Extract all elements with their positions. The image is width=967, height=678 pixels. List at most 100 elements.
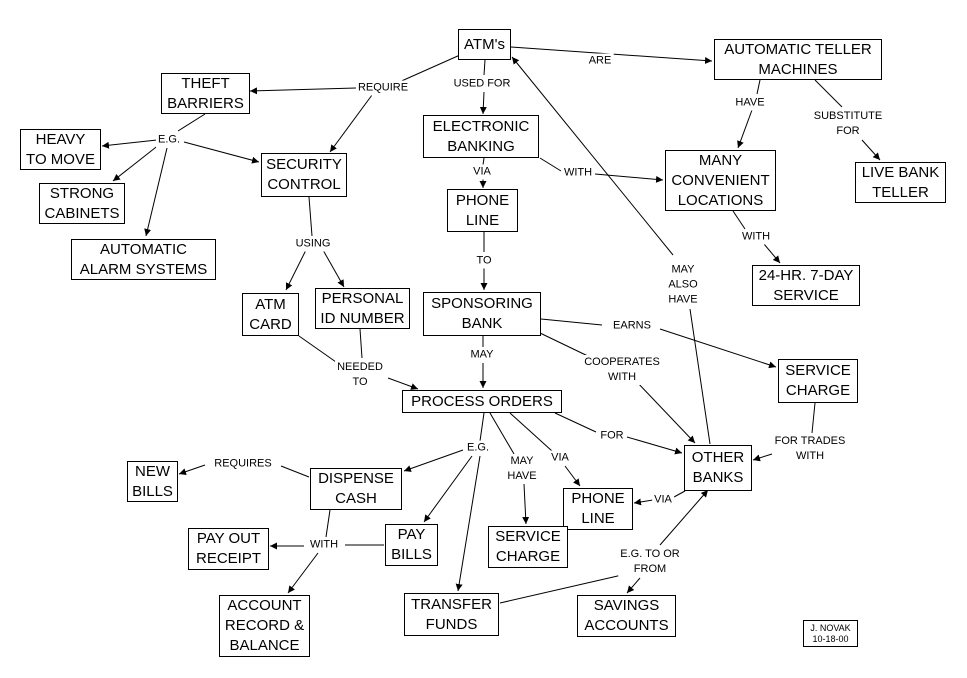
link-process-eg [479,412,485,442]
link-eg-paybills [423,455,473,523]
concept-automatic-teller-machines: AUTOMATIC TELLER MACHINES [714,39,882,80]
concept-automatic-alarm-systems: AUTOMATIC ALARM SYSTEMS [71,239,216,280]
link-process-mayhave [489,412,515,455]
link-charge-fortrades [811,402,816,434]
link-label-using: USING [293,236,333,252]
concept-electronic-banking: ELECTRONIC BANKING [423,115,539,158]
link-substitute-live [861,139,881,161]
concept-new-bills: NEW BILLS [127,461,178,502]
link-pin-needed [359,328,363,359]
link-mayhave-charge [522,483,530,525]
link-eg-other [659,489,709,546]
link-label-with-locations: WITH [561,165,595,181]
link-requires-newbills [178,464,206,476]
link-with-locations [594,173,664,183]
link-label-may: MAY [468,347,496,363]
link-atmcard-needed [298,335,337,363]
concept-other-banks: OTHER BANKS [684,445,752,491]
link-eg-strong [112,143,161,182]
link-require-theft [249,87,357,95]
concept-phone-line-bottom: PHONE LINE [563,488,633,530]
link-using-atmcard [285,249,307,291]
link-security-using [308,196,313,237]
link-earns-charge [659,328,777,369]
concept-account-record-balance: ACCOUNT RECORD & BALANCE [219,595,310,657]
link-have-locations [737,109,753,149]
link-transfer-eg [499,574,623,604]
link-ebanking-via [482,157,485,166]
author-signature: J. NOVAK 10-18-00 [803,620,858,647]
link-label-substitute-for: SUBSTITUTE FOR [811,109,885,139]
link-label-have: HAVE [733,95,767,111]
link-eg-security [183,141,260,164]
link-using-pin [322,249,345,288]
link-with-account [287,552,319,594]
concept-heavy-to-move: HEAVY TO MOVE [20,129,101,170]
link-usedfor-ebanking [479,91,487,115]
link-locations-with [732,210,746,230]
link-label-eg-mid: E.G. [464,440,492,456]
link-label-may-have: MAY HAVE [505,454,539,484]
link-label-for-trades-with: FOR TRADES WITH [772,434,848,464]
link-label-eg-to-or-from: E.G. TO OR FROM [618,547,682,577]
link-teller-substitute [814,79,843,108]
concept-strong-cabinets: STRONG CABINETS [39,183,125,224]
concept-process-orders: PROCESS ORDERS [402,390,562,413]
link-label-cooperates-with: COOPERATES WITH [582,355,662,385]
concept-service-charge-bottom: SERVICE CHARGE [488,526,568,568]
link-sponsor-earns [540,318,603,326]
link-label-with-service: WITH [739,229,773,245]
concept-atms: ATM's [458,29,511,60]
link-label-for: FOR [598,428,626,444]
link-label-needed-to: NEEDED TO [335,360,385,390]
link-require-security [329,94,373,153]
link-label-used-for: USED FOR [451,76,513,92]
link-eg-transfer [455,455,481,592]
link-eg-alarm [144,147,168,237]
link-sponsor-cooperates [539,332,593,359]
link-label-require: REQUIRE [355,80,411,96]
link-via-phone2 [564,465,581,487]
concept-24hr-7day-service: 24-HR. 7-DAY SERVICE [752,265,860,306]
link-needed-process [387,377,419,390]
link-label-are: ARE [586,53,614,69]
link-teller-have [756,79,761,95]
concept-theft-barriers: THEFT BARRIERS [161,73,250,114]
link-label-may-also-have: MAY ALSO HAVE [666,262,700,308]
link-theft-eg [177,113,206,132]
link-via-phone3 [633,498,654,506]
link-label-earns: EARNS [611,318,653,334]
link-process-for [554,412,597,433]
concept-phone-line-top: PHONE LINE [447,189,518,232]
concept-dispense-cash: DISPENSE CASH [310,468,402,510]
link-otherbanks-mayalso [689,308,711,445]
concept-live-bank-teller: LIVE BANK TELLER [855,162,946,203]
link-dispense-with [325,509,331,538]
link-label-with-bottom: WITH [307,537,341,553]
link-with-service [763,243,781,264]
concept-personal-id-number: PERSONAL ID NUMBER [315,288,410,329]
link-other-via [673,490,686,498]
link-atms-usedfor [483,59,486,76]
concept-service-charge-top: SERVICE CHARGE [778,359,858,403]
concept-savings-accounts: SAVINGS ACCOUNTS [577,595,676,637]
link-label-to: TO [474,253,494,269]
link-label-via-mid: VIA [549,450,571,466]
link-mayalso-atms [511,56,674,256]
link-for-other [626,436,683,455]
link-ebanking-with [539,157,562,172]
link-label-via-top: VIA [471,164,493,180]
link-label-requires: REQUIRES [212,456,274,472]
link-eg-dispense [403,449,464,472]
concept-transfer-funds: TRANSFER FUNDS [404,593,499,636]
link-process-via [509,412,553,452]
link-label-via-right: VIA [652,492,674,508]
concept-pay-bills: PAY BILLS [385,524,438,566]
concept-many-convenient-locations: MANY CONVENIENT LOCATIONS [665,150,776,211]
link-cooperates-other [635,380,696,444]
concept-pay-out-receipt: PAY OUT RECEIPT [188,528,269,570]
concept-sponsoring-bank: SPONSORING BANK [423,292,541,336]
link-label-eg-top: E.G. [155,132,183,148]
